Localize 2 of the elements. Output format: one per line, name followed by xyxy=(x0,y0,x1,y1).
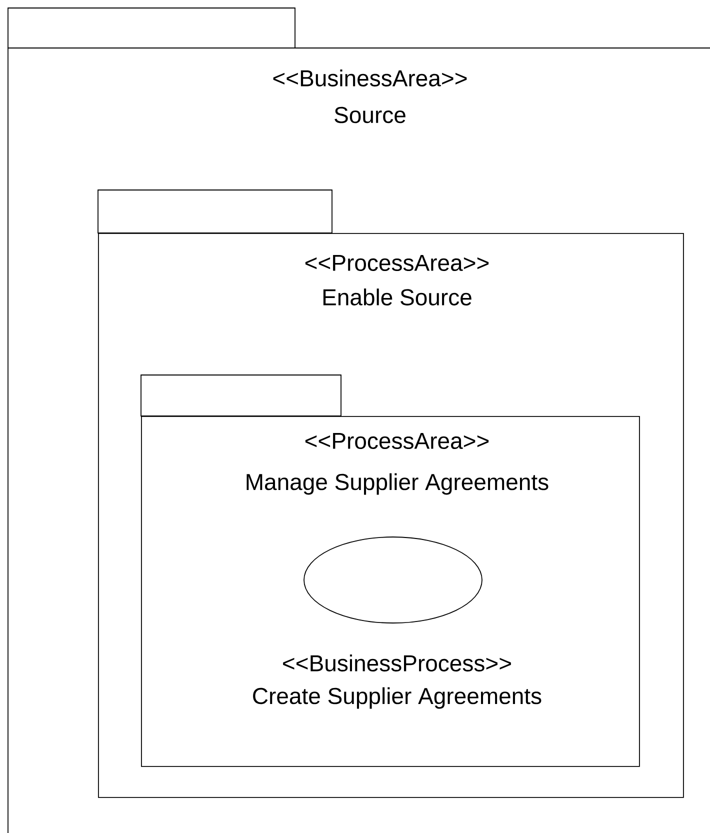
stereotype-label: <<BusinessArea>> xyxy=(273,70,467,86)
package-name: Source xyxy=(334,106,406,124)
